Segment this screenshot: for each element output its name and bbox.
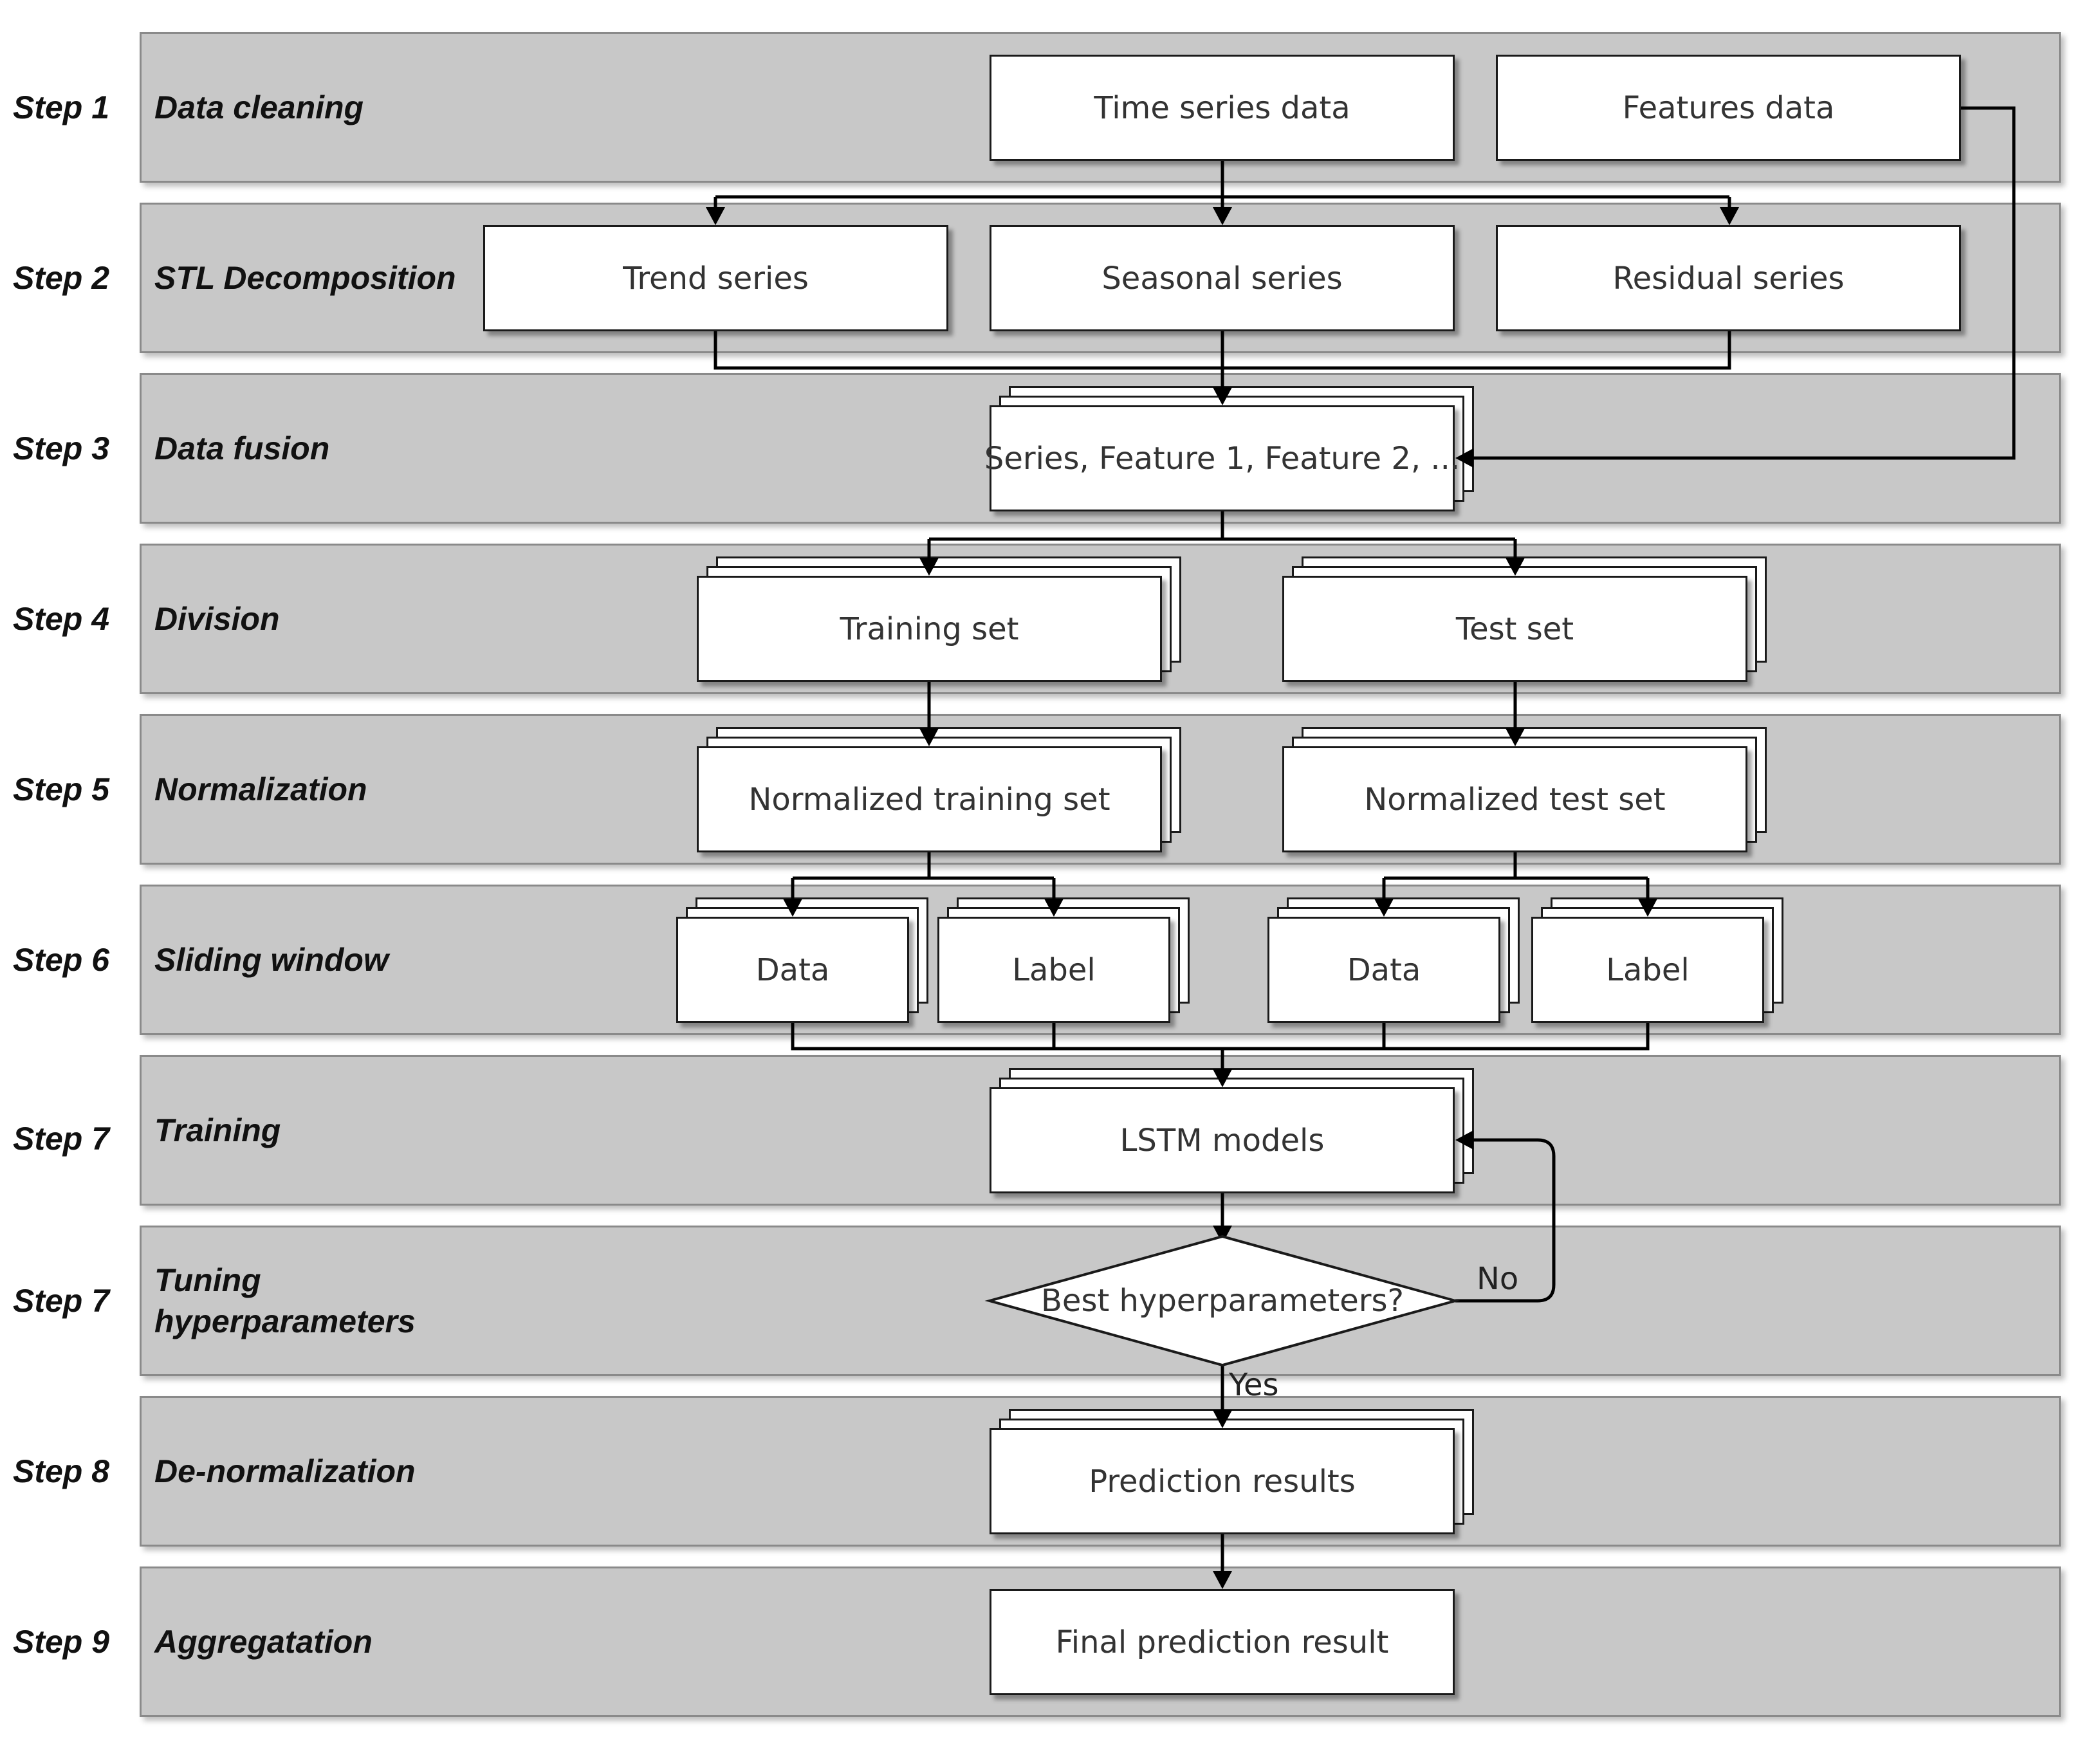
arrowhead-norm-training <box>919 728 939 746</box>
training-set-box: Training set <box>697 576 1162 682</box>
arrowhead-trend <box>706 207 725 225</box>
step-name-7: Training <box>154 1112 281 1148</box>
step-name-4: Division <box>154 601 280 637</box>
edge-label-no: No <box>1477 1261 1519 1297</box>
step-number-6: Step 6 <box>13 942 110 978</box>
step-number-2: Step 2 <box>13 260 110 296</box>
step-number-5: Step 5 <box>13 771 110 807</box>
step-number-1: Step 1 <box>13 89 110 125</box>
arrowhead-fusion-top <box>1213 387 1232 405</box>
connector-features-to-fusion <box>1464 106 2016 460</box>
step-number-8: Step 8 <box>13 1453 110 1489</box>
edge-label-yes: Yes <box>1229 1367 1279 1403</box>
test-set-box: Test set <box>1282 576 1747 682</box>
arrowhead-train-label <box>1044 899 1064 917</box>
step-name-2: STL Decomposition <box>154 260 456 296</box>
lstm-models-box: LSTM models <box>990 1087 1455 1193</box>
trend-series-box: Trend series <box>483 225 948 331</box>
features-data-box: Features data <box>1496 55 1961 161</box>
step-name-1: Data cleaning <box>154 89 364 125</box>
connector-no-loop <box>1455 1138 1556 1303</box>
step-name-8: De-normalization <box>154 1453 416 1489</box>
arrowhead-prediction <box>1213 1410 1232 1428</box>
final-prediction-result-box: Final prediction result <box>990 1589 1455 1695</box>
arrowhead-seasonal <box>1213 207 1232 225</box>
arrowhead-test-data <box>1374 899 1394 917</box>
step-number-9: Step 9 <box>13 1624 110 1660</box>
step-number-7b: Step 7 <box>13 1283 110 1319</box>
arrowhead-norm-test <box>1506 728 1525 746</box>
arrowhead-final <box>1213 1571 1232 1589</box>
residual-series-box: Residual series <box>1496 225 1961 331</box>
step-name-6: Sliding window <box>154 942 389 978</box>
arrowhead-residual <box>1720 207 1739 225</box>
train-data-box: Data <box>676 917 909 1023</box>
step-number-4: Step 4 <box>13 601 110 637</box>
seasonal-series-box: Seasonal series <box>990 225 1455 331</box>
arrowhead-train-data <box>783 899 802 917</box>
step-name-5: Normalization <box>154 771 367 807</box>
step-name-7b: Tuning hyperparameters <box>154 1262 416 1339</box>
test-label-box: Label <box>1531 917 1764 1023</box>
step-name-9: Aggregatation <box>154 1624 373 1660</box>
data-fusion-box: Series, Feature 1, Feature 2, ... <box>984 405 1460 511</box>
test-data-box: Data <box>1267 917 1500 1023</box>
normalized-training-set-box: Normalized training set <box>697 746 1162 852</box>
decision-label: Best hyperparameters? <box>1041 1283 1404 1319</box>
arrowhead-lstm-side <box>1455 1130 1473 1150</box>
decision-diamond <box>984 1235 1460 1367</box>
arrowhead-training-set <box>919 558 939 576</box>
step-number-7: Step 7 <box>13 1121 110 1157</box>
arrowhead-test-set <box>1506 558 1525 576</box>
step-band-7b <box>140 1226 2061 1376</box>
normalized-test-set-box: Normalized test set <box>1282 746 1747 852</box>
arrowhead-fusion-side <box>1455 448 1473 468</box>
train-label-box: Label <box>937 917 1170 1023</box>
prediction-results-box: Prediction results <box>990 1428 1455 1534</box>
arrowhead-decision <box>1213 1226 1232 1244</box>
arrowhead-test-label <box>1638 899 1657 917</box>
connector-merge-bar-step6 <box>791 1023 1650 1051</box>
time-series-data-box: Time series data <box>990 55 1455 161</box>
step-number-3: Step 3 <box>13 430 110 466</box>
step-name-3: Data fusion <box>154 430 330 466</box>
arrowhead-lstm-top <box>1213 1069 1232 1087</box>
